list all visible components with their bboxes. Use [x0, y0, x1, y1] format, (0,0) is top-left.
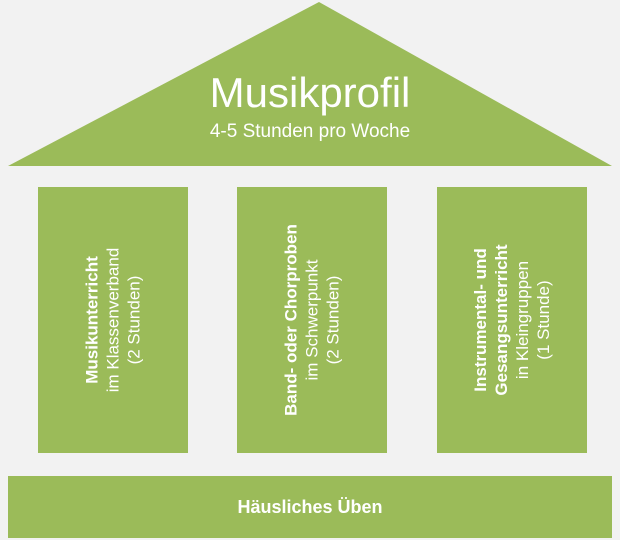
pillar-hours: (2 Stunden)	[124, 275, 144, 365]
pillar-title: Band- oder Chorproben	[281, 224, 301, 416]
pillar-detail: im Klassenverband	[103, 247, 123, 393]
roof-triangle	[8, 2, 612, 166]
pillar-text: Musikunterricht im Klassenverband (2 Stu…	[82, 200, 145, 440]
pillar-instrumental-gesang: Instrumental- und Gesangsunterricht in K…	[437, 187, 587, 453]
pillar-title-line1: Instrumental- und	[471, 248, 490, 392]
pillar-band-chorproben: Band- oder Chorproben im Schwerpunkt (2 …	[237, 187, 387, 453]
pillar-detail: in Kleingruppen	[513, 260, 532, 380]
pillar-hours: (2 Stunden)	[323, 275, 343, 365]
base: Häusliches Üben	[8, 476, 612, 538]
roof-subtitle: 4-5 Stunden pro Woche	[209, 121, 411, 142]
pillar-title: Musikunterricht	[82, 256, 102, 384]
roof-title: Musikprofil	[209, 69, 411, 116]
pillar-text: Instrumental- und Gesangsunterricht in K…	[470, 200, 554, 440]
pillar-hours: (1 Stunde)	[534, 280, 553, 360]
roof: Musikprofil 4-5 Stunden pro Woche	[0, 0, 620, 170]
pillar-title-line2: Gesangsunterricht	[492, 244, 511, 396]
pillar-text: Band- oder Chorproben im Schwerpunkt (2 …	[281, 200, 344, 440]
pillar-detail: im Schwerpunkt	[302, 259, 322, 381]
base-label: Häusliches Üben	[237, 497, 383, 517]
pillar-musikunterricht: Musikunterricht im Klassenverband (2 Stu…	[38, 187, 188, 453]
